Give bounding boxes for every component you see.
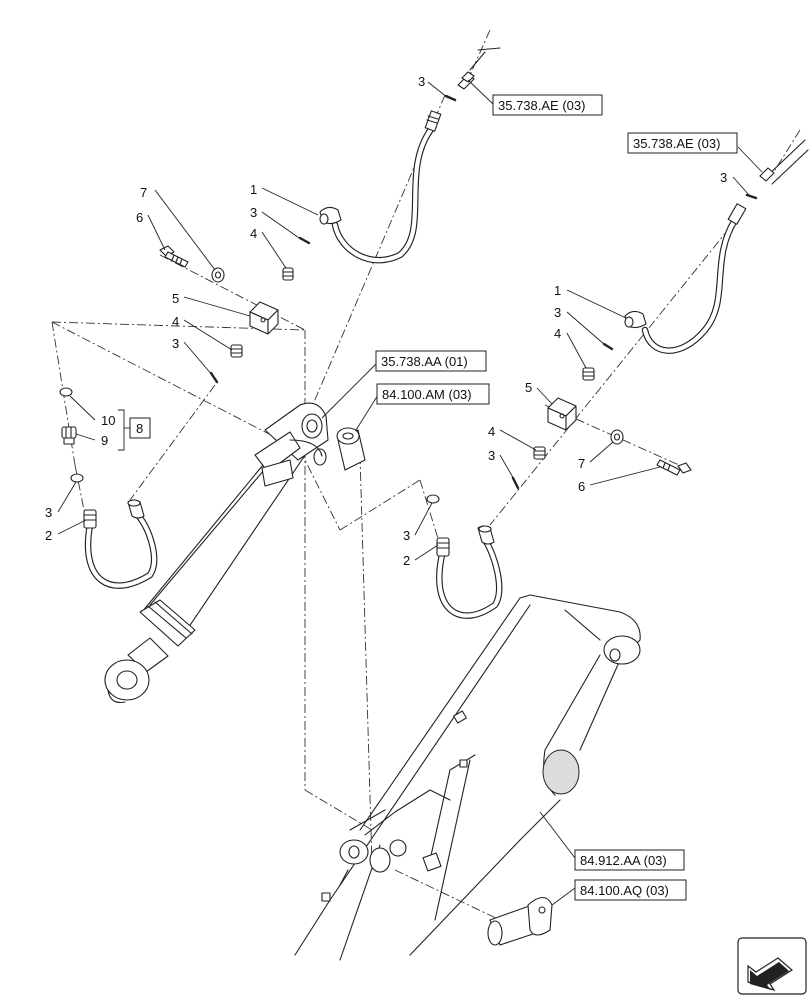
o-ring-3-middle xyxy=(426,494,440,504)
block-5-right xyxy=(547,397,577,431)
callout-3-top: 3 xyxy=(418,74,425,89)
callouts-right: 3 1 3 4 5 4 3 7 6 xyxy=(488,170,727,494)
bolt-6-right xyxy=(656,459,692,476)
callout-3-right-top: 3 xyxy=(720,170,727,185)
callouts-top: 3 1 3 4 7 6 5 4 3 xyxy=(136,74,425,351)
fitting-9 xyxy=(61,426,77,445)
ref-pin-label: 84.100.AQ (03) xyxy=(580,883,669,898)
top-hose-assembly xyxy=(159,47,501,384)
callout-3-left: 3 xyxy=(45,505,52,520)
elbow-fitting-1 xyxy=(319,206,342,225)
callout-8: 8 xyxy=(136,421,143,436)
ref-bushing[interactable]: 84.100.AM (03) xyxy=(376,383,490,405)
adapter-4-right-top xyxy=(582,367,595,381)
ref-cylinder-label: 35.738.AA (01) xyxy=(381,354,468,369)
elbow-fitting-1-right xyxy=(624,310,647,329)
washer-7 xyxy=(211,267,225,283)
callout-3-mid: 3 xyxy=(250,205,257,220)
bushing xyxy=(336,427,366,471)
adapter-4-right-low xyxy=(533,446,546,460)
callout-2-left: 2 xyxy=(45,528,52,543)
bolt-6 xyxy=(159,245,189,268)
o-ring-3-right-top xyxy=(745,193,758,200)
ref-pin[interactable]: 84.100.AQ (03) xyxy=(574,879,687,901)
ref-arm[interactable]: 84.912.AA (03) xyxy=(574,849,685,871)
ref-right-hose-label: 35.738.AE (03) xyxy=(633,136,720,151)
o-ring-10 xyxy=(59,387,73,397)
right-fitting-nut xyxy=(759,167,775,182)
middle-hose-straight-fitting xyxy=(436,537,450,557)
left-hose-assembly xyxy=(83,499,158,589)
kit-box xyxy=(129,417,151,439)
middle-hose-assembly xyxy=(426,494,503,619)
callout-3-right-mid: 3 xyxy=(554,305,561,320)
callout-5: 5 xyxy=(172,291,179,306)
right-hose-assembly xyxy=(511,139,809,490)
block-5 xyxy=(249,301,279,335)
ref-top-hose[interactable]: 35.738.AE (03) xyxy=(492,94,603,116)
callout-3-right-low: 3 xyxy=(488,448,495,463)
callout-4-right-low: 4 xyxy=(488,424,495,439)
o-ring-3-right-mid xyxy=(602,342,614,351)
o-ring-3-top xyxy=(444,94,457,102)
callout-10: 10 xyxy=(101,413,115,428)
callout-5-right: 5 xyxy=(525,380,532,395)
leader-lines xyxy=(57,79,763,906)
o-ring-3-mid xyxy=(298,236,311,245)
callout-7: 7 xyxy=(140,185,147,200)
left-hose-straight-fitting xyxy=(83,509,97,529)
top-hose-end-fitting xyxy=(424,110,442,132)
hydraulic-cylinder xyxy=(104,402,329,704)
callout-6: 6 xyxy=(136,210,143,225)
callouts-middle: 3 2 xyxy=(403,528,410,568)
ref-cylinder[interactable]: 35.738.AA (01) xyxy=(375,350,487,372)
right-tube xyxy=(764,139,809,185)
top-hose xyxy=(331,124,436,264)
ref-arm-label: 84.912.AA (03) xyxy=(580,853,667,868)
right-hose-end-fitting xyxy=(727,203,747,225)
left-kit-parts xyxy=(59,387,84,483)
adapter-4-top xyxy=(282,267,294,281)
ref-right-hose[interactable]: 35.738.AE (03) xyxy=(627,132,738,154)
callout-4-right-top: 4 xyxy=(554,326,561,341)
callout-4-low: 4 xyxy=(172,314,179,329)
next-page-arrow-icon[interactable] xyxy=(737,937,807,995)
callout-6-right: 6 xyxy=(578,479,585,494)
callout-7-right: 7 xyxy=(578,456,585,471)
callout-4-top: 4 xyxy=(250,226,257,241)
callout-9: 9 xyxy=(101,433,108,448)
boom-arm xyxy=(294,594,641,961)
pivot-pin xyxy=(487,896,553,946)
callout-3-middle: 3 xyxy=(403,528,410,543)
washer-7-right xyxy=(610,429,624,445)
callouts-left-kit: 10 9 8 3 2 xyxy=(45,413,151,543)
callout-1-right: 1 xyxy=(554,283,561,298)
o-ring-3-left xyxy=(70,473,84,483)
callout-2-middle: 2 xyxy=(403,553,410,568)
top-tube xyxy=(469,47,501,71)
ref-bushing-label: 84.100.AM (03) xyxy=(382,387,472,402)
assembly-lines xyxy=(51,29,801,921)
middle-hose-elbow-fitting xyxy=(477,525,495,545)
callout-1: 1 xyxy=(250,182,257,197)
adapter-4-low xyxy=(230,344,243,358)
left-hose-elbow-fitting xyxy=(127,499,145,519)
callout-3-low: 3 xyxy=(172,336,179,351)
ref-top-hose-label: 35.738.AE (03) xyxy=(498,98,585,113)
top-fitting-nut xyxy=(457,71,475,90)
